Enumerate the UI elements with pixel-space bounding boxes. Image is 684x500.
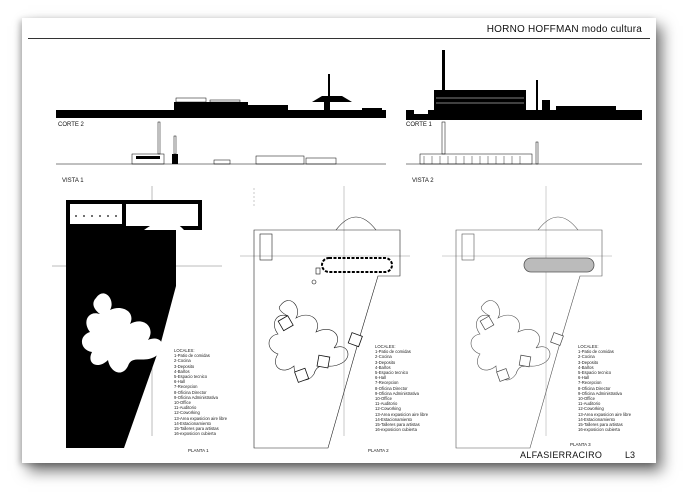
legend-item: 7-Recepcion [174, 384, 198, 390]
planta-1-drawing [52, 186, 222, 448]
legend-item: 14-Estacionamiento [578, 416, 616, 422]
vista-1-drawing [56, 121, 386, 165]
legend-item: 3-Deposito [578, 359, 599, 365]
legend-item: 8-Oficina Director [174, 389, 207, 395]
legend-item: 9-Oficina Administrativa [578, 390, 622, 396]
drawing-sheet: HORNO HOFFMAN modo cultura CORTE 2 [22, 18, 656, 463]
planta-3-label: PLANTA 3 [570, 442, 591, 447]
legend-item: 1-Patio de comidas [174, 353, 210, 359]
legend-item: 7-Recepcion [578, 380, 602, 386]
sheet-code: L3 [625, 450, 636, 460]
legend-item: 9-Oficina Administrativa [375, 390, 419, 396]
legend-planta-1: LOCALES: 1-Patio de comidas 2-Cocina 3-D… [174, 348, 227, 436]
legend-item: 11-Auditorio [174, 405, 197, 411]
legend-item: 13-Area expasicion aire libre [578, 411, 632, 417]
legend-item: 2-Cocina [174, 358, 191, 364]
legend-item: 7-Recepcion [375, 380, 399, 386]
legend-item: 3-Deposito [375, 359, 396, 365]
legend-item: 8-Oficina Director [375, 385, 408, 391]
legend-item: 6-Hall [375, 375, 386, 381]
vista-2-drawing [406, 121, 642, 165]
legend-item: 5-Espacio tecnico [174, 374, 208, 380]
planta-1-label: PLANTA 1 [188, 448, 209, 453]
legend-item: 15-Talleres para artistas [375, 422, 420, 428]
corte-1-drawing [406, 50, 642, 120]
legend-planta-3: LOCALES: 1-Patio de comidas 2-Cocina 3-D… [578, 344, 631, 432]
legend-item: 4-Baños [578, 364, 594, 370]
title-rule [28, 38, 650, 39]
legend-item: 11-Auditorio [578, 401, 601, 407]
planta-3-drawing [442, 186, 612, 449]
legend-item: 12-Coworking [578, 406, 604, 412]
legend-item: 6-Hall [174, 379, 185, 385]
legend-item: 5-Espacio tecnico [375, 370, 409, 376]
legend-item: 14-Estacionamiento [375, 416, 413, 422]
legend-item: 3-Deposito [174, 363, 195, 369]
legend-title: LOCALES: [578, 344, 599, 349]
author-brand: ALFASIERRACIRO [520, 450, 603, 460]
corte-2-label: CORTE 2 [58, 122, 84, 128]
legend-item: 12-Coworking [375, 406, 401, 412]
planta-2-drawing [240, 186, 410, 449]
planta-2-label: PLANTA 2 [368, 448, 389, 453]
legend-item: 2-Cocina [578, 354, 595, 360]
legend-planta-2: LOCALES: 1-Patio de comidas 2-Cocina 3-D… [375, 344, 428, 432]
legend-item: 13-Area expasicion aire libre [375, 411, 429, 417]
legend-item: 15-Talleres para artistas [578, 422, 623, 428]
vista-1-label: VISTA 1 [62, 178, 84, 184]
legend-item: 16-exposicion cubierta [174, 431, 216, 437]
legend-item: 2-Cocina [375, 354, 392, 360]
sheet-title: HORNO HOFFMAN modo cultura [486, 24, 642, 35]
legend-item: 13-Area expasicion aire libre [174, 415, 228, 421]
legend-title: LOCALES: [174, 348, 195, 353]
corte-2-drawing [56, 74, 386, 118]
legend-item: 8-Oficina Director [578, 385, 611, 391]
legend-title: LOCALES: [375, 344, 396, 349]
legend-item: 11-Auditorio [375, 401, 398, 407]
corte-1-label: CORTE 1 [406, 122, 432, 128]
legend-item: 4-Baños [174, 368, 190, 374]
legend-item: 16-exposicion cubierta [578, 427, 620, 433]
vista-2-label: VISTA 2 [412, 178, 434, 184]
legend-item: 15-Talleres para artistas [174, 426, 219, 432]
legend-item: 9-Oficina Administrativa [174, 394, 218, 400]
legend-item: 5-Espacio tecnico [578, 370, 612, 376]
legend-item: 16-exposicion cubierta [375, 427, 417, 433]
legend-item: 4-Baños [375, 364, 391, 370]
legend-item: 12-Coworking [174, 410, 200, 416]
legend-item: 10-Office [375, 396, 392, 402]
legend-item: 10-Office [578, 396, 595, 402]
legend-item: 10-Office [174, 400, 191, 406]
legend-item: 1-Patio de comidas [375, 349, 411, 355]
legend-item: 1-Patio de comidas [578, 349, 614, 355]
legend-item: 14-Estacionamiento [174, 420, 212, 426]
legend-item: 6-Hall [578, 375, 589, 381]
